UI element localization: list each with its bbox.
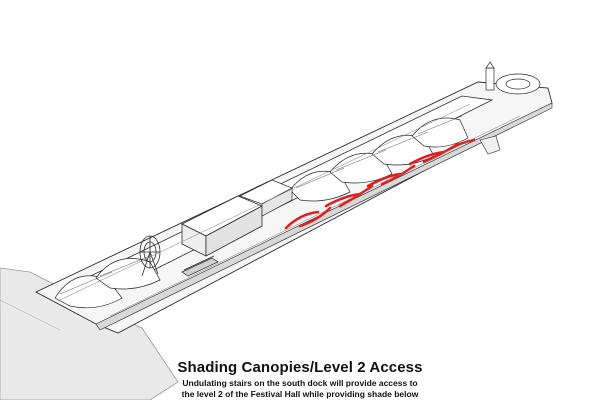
stair-segment — [366, 172, 402, 188]
wheel-leg — [149, 251, 159, 275]
caption-description-line-1: Undulating stairs on the south dock will… — [182, 378, 418, 388]
east-tower — [485, 61, 541, 95]
ferris-wheel — [139, 235, 161, 277]
stair-segment — [338, 184, 374, 208]
dock-line — [109, 115, 521, 317]
canopy-vault — [95, 258, 161, 290]
rib-line — [59, 271, 113, 295]
dock-east-tip — [479, 135, 501, 155]
ground-edge-line — [0, 299, 61, 331]
ride-track — [183, 255, 215, 271]
ride-base — [181, 257, 219, 277]
canopy-vault — [329, 152, 393, 184]
small-ride-structure — [181, 255, 219, 277]
canopy-ribs — [59, 115, 463, 295]
caption-title: Shading Canopies/Level 2 Access — [177, 359, 423, 376]
caption-description-line-2: the level 2 of the Festival Hall while p… — [181, 389, 419, 399]
rib-line — [99, 255, 151, 277]
rib-line — [417, 115, 463, 135]
rib-line — [335, 149, 387, 171]
dock-line — [59, 103, 471, 301]
rib-line — [377, 131, 429, 153]
secondary-block — [239, 179, 293, 217]
box-east-face — [205, 205, 263, 257]
dock-details — [59, 103, 521, 317]
stair-segment — [284, 210, 320, 230]
east-rotunda-inner — [505, 78, 531, 90]
stair-segment — [380, 164, 416, 186]
undulating-stairs-highlight — [284, 138, 476, 230]
wheel-leg — [141, 251, 151, 277]
stair-segment — [446, 138, 476, 152]
central-box-building — [181, 195, 263, 257]
vaulted-canopies — [54, 117, 469, 309]
east-rotunda — [495, 73, 541, 95]
tower-body — [485, 67, 495, 91]
dock-south-edge — [95, 102, 553, 331]
canopy-vault — [289, 170, 351, 202]
ground-land-area — [0, 267, 179, 400]
tower-cap — [485, 61, 495, 69]
rib-line — [295, 167, 345, 189]
block-side — [261, 187, 293, 217]
